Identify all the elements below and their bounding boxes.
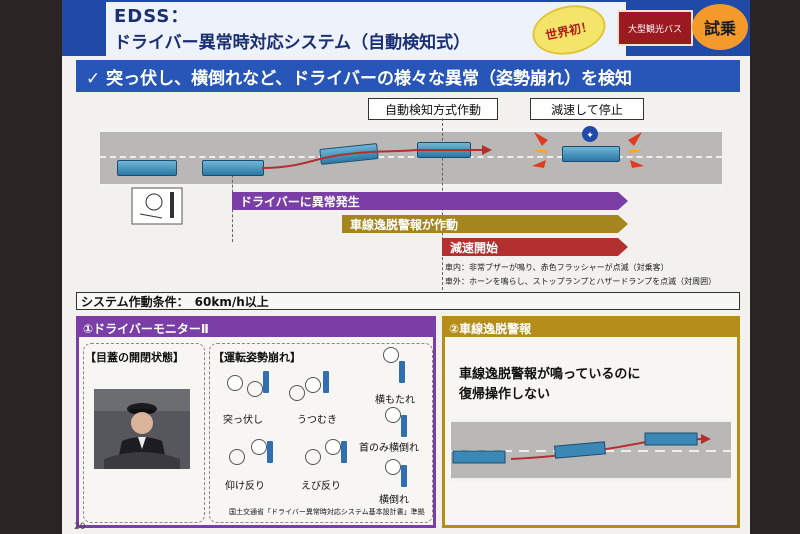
source-note: 国土交通省「ドライバー異常時対応システム基本設計書」準拠 [229,508,425,516]
eye-state-title: 【目蓋の開閉状態】 [85,351,184,364]
hazard-flash-icon [532,132,644,168]
posture-label: 横倒れ [379,495,409,506]
eye-state-box [83,343,205,523]
vehicle-path [261,149,482,169]
note-outside-vehicle: 車外：ホーンを鳴らし、ストップランプとハザードランプを点滅（対周囲） [445,277,717,286]
lane-departure-text-2: 復帰操作しない [459,387,551,402]
road-edge-top [100,128,722,132]
vehicle-path-arrowhead [701,434,711,444]
posture-box [209,343,433,523]
driver-monitor-panel: ①ドライバーモニターⅡ 【目蓋の開閉状態】 【運転姿勢崩れ】 突っ伏し うつむき [76,316,436,528]
lane-departure-panel: ②車線逸脱警報 車線逸脱警報が鳴っているのに 復帰操作しない [442,316,740,528]
bus-icon [562,146,620,162]
callout-auto-detect: 自動検知方式作動 [368,98,498,120]
posture-label: うつむき [297,415,337,426]
lane-departure-title: ②車線逸脱警報 [445,319,737,337]
bus-icon [452,450,506,464]
bus-icon [644,432,698,446]
driver-photo [94,389,190,469]
lane-departure-text-1: 車線逸脱警報が鳴っているのに [459,367,641,382]
trial-ride-badge: 試乗 [692,4,748,50]
posture-label: 仰け反り [225,481,265,492]
posture-label: 突っ伏し [223,415,263,426]
slide: EDSS： ドライバー異常時対応システム（自動検知式） 世界初！ 大型観光バス … [62,0,750,534]
road-edge-bottom [451,478,731,481]
lane-divider [100,156,722,158]
page-number: 20 [74,522,86,532]
operating-condition: システム作動条件： 60km/h以上 [76,292,740,310]
diagram-overlay: ✦ [131,126,644,225]
driver-image [94,389,190,469]
road-edge-top [451,419,731,422]
posture-title: 【運転姿勢崩れ】 [213,351,301,364]
driver-collapse-icon [131,187,183,225]
driver-monitor-title: ①ドライバーモニターⅡ [79,319,433,337]
note-inside-cabin: 車内：非常ブザーが鳴り、赤色フラッシャーが点滅（対乗客） [445,263,669,272]
bus-icon [554,441,606,459]
arrow-deceleration: 減速開始 [442,238,628,256]
slide-title-line2: ドライバー異常時対応システム（自動検知式） [114,33,471,53]
lane-departure-diagram [451,419,731,481]
slide-title-line1: EDSS： [114,6,190,27]
road-edge-bottom [100,184,722,188]
headline-banner: ✓ 突っ伏し、横倒れなど、ドライバーの様々な異常（姿勢崩れ）を検知 [76,60,740,92]
posture-label: えび反り [301,481,341,492]
posture-label: 首のみ横倒れ [359,443,419,454]
posture-label: 横もたれ [375,395,415,406]
arrow-lane-departure: 車線逸脱警報が作動 [342,215,628,233]
bus-icon [117,160,177,176]
warning-light-icon: ✦ [582,126,598,142]
callout-slow-stop: 減速して停止 [530,98,644,120]
svg-text:✦: ✦ [586,131,594,141]
arrow-driver-abnormal: ドライバーに異常発生 [232,192,628,210]
vehicle-path-arrowhead [482,145,492,155]
